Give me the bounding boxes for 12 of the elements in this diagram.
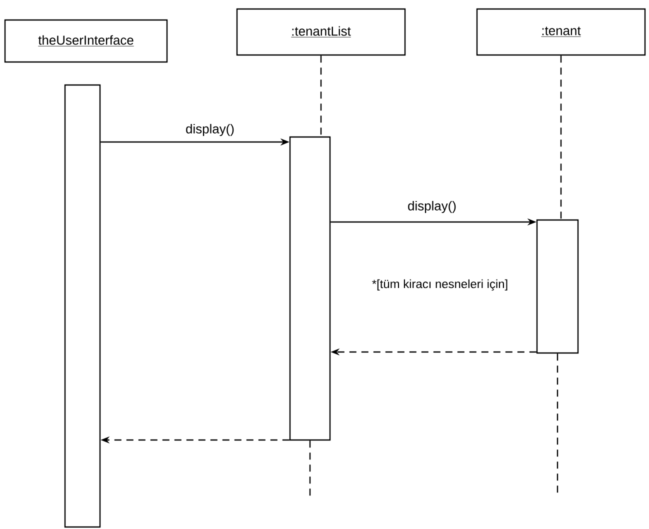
guard-condition: *[tüm kiracı nesneleri için]: [372, 279, 508, 291]
edge-label: display(): [184, 122, 236, 138]
edge-label: display(): [406, 200, 458, 214]
activation-bar: [64, 84, 101, 528]
activation-bar: [536, 219, 579, 354]
object-box: :tenant: [476, 8, 646, 56]
object-box: theUserInterface: [4, 19, 168, 63]
object-box: :tenantList: [236, 8, 406, 56]
lifeline: [309, 440, 311, 496]
lifeline: [560, 56, 562, 220]
lifeline: [320, 56, 322, 136]
activation-bar: [289, 136, 331, 441]
